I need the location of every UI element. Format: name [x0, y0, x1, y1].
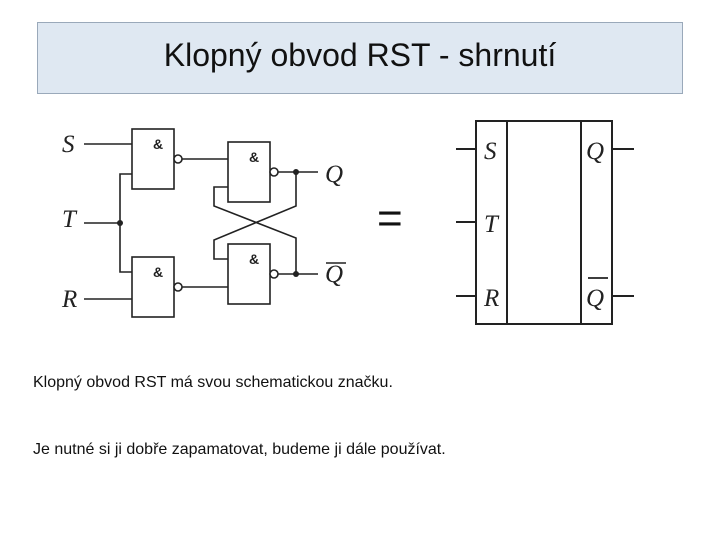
symbol-label-t: T [484, 211, 500, 238]
output-label-qbar: Q [325, 261, 343, 288]
caption-line-2: Je nutné si ji dobře zapamatovat, budeme… [33, 441, 446, 458]
gate-4-label: & [249, 251, 259, 267]
feedback-q-to-g4 [213, 172, 297, 260]
symbol-label-r: R [483, 285, 499, 312]
caption-line-1: Klopný obvod RST má svou schematickou zn… [33, 374, 393, 391]
gate-1-label: & [153, 136, 163, 152]
symbol-label-qbar: Q [586, 285, 604, 312]
nand-gate-2 [131, 256, 175, 318]
output-label-q: Q [325, 161, 343, 188]
nand-gate-1 [131, 128, 175, 190]
title-box: Klopný obvod RST - shrnutí [37, 22, 683, 94]
gate-2-inverter-bubble [173, 282, 183, 292]
page-title: Klopný obvod RST - shrnutí [163, 36, 557, 73]
junction-t [117, 220, 123, 226]
feedback-qbar-to-g3 [213, 186, 297, 274]
symbol-label-q: Q [586, 138, 604, 165]
nand-gate-3 [227, 141, 271, 203]
input-label-s: S [62, 131, 75, 158]
input-label-t: T [62, 206, 78, 233]
logic-circuit: S T R & & & & [61, 128, 346, 318]
gate-2-label: & [153, 264, 163, 280]
gate-4-inverter-bubble [269, 269, 279, 279]
symbol-label-s: S [484, 138, 497, 165]
gate-1-inverter-bubble [173, 154, 183, 164]
nand-gate-4 [227, 243, 271, 305]
schematic-symbol: S T R Q Q [456, 120, 634, 325]
equals-sign: = [377, 194, 403, 243]
gate-3-label: & [249, 149, 259, 165]
input-label-r: R [61, 286, 77, 313]
gate-3-inverter-bubble [269, 167, 279, 177]
